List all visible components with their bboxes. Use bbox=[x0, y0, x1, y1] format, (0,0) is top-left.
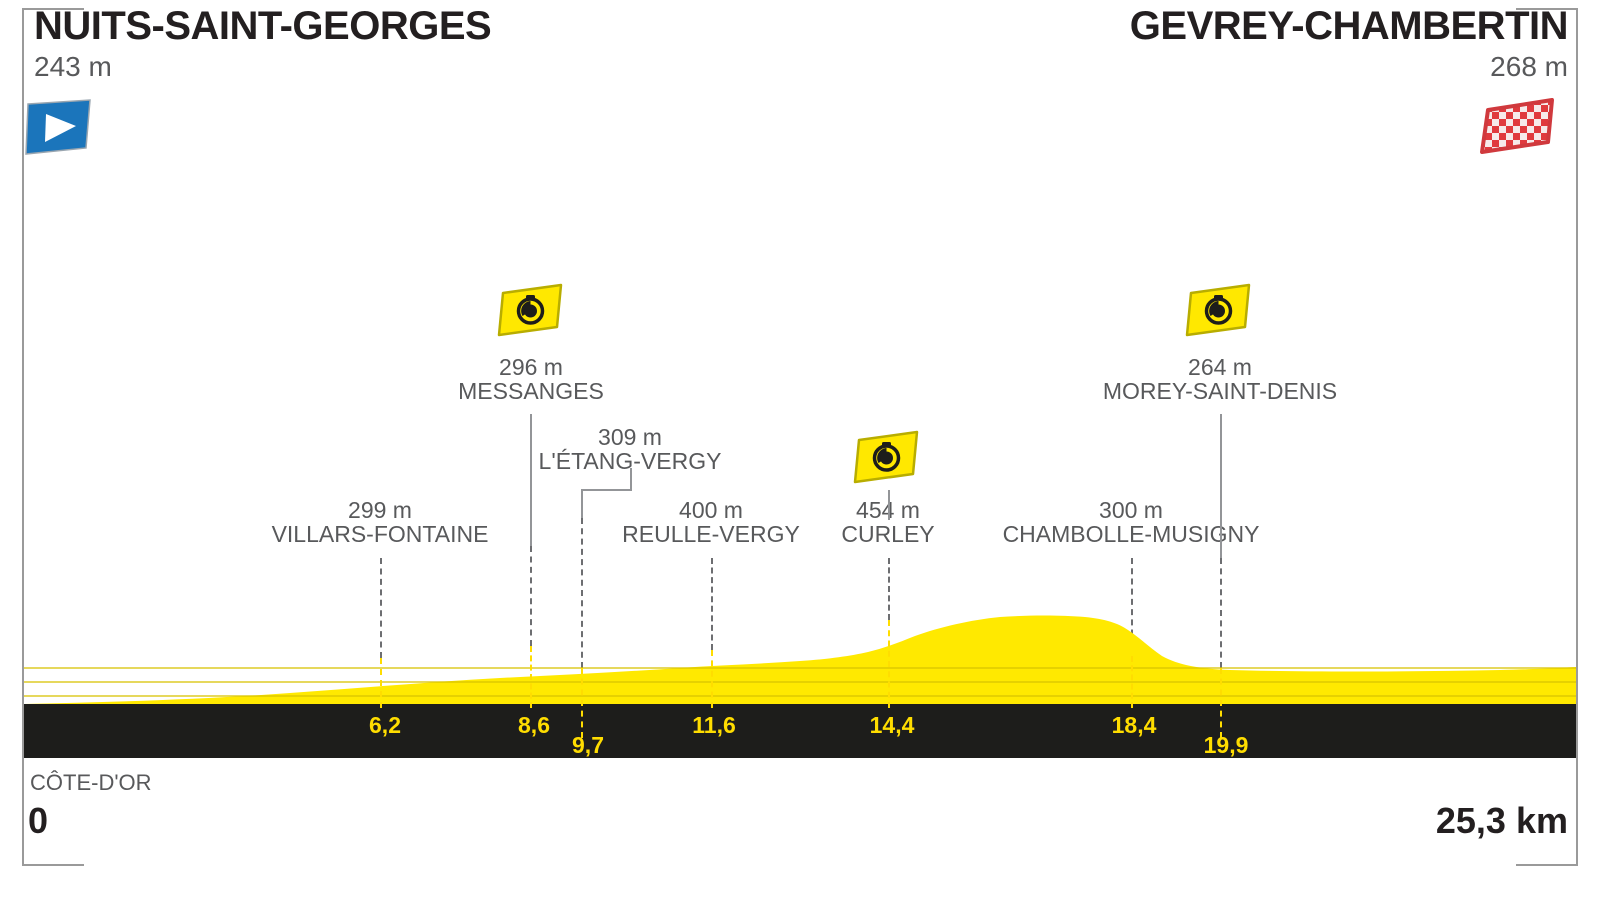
km-dash-19-9 bbox=[1220, 668, 1222, 738]
finish-city-altitude: 268 m bbox=[1490, 50, 1568, 82]
sprint-flag-messanges bbox=[497, 283, 567, 344]
frame-left-border bbox=[22, 8, 24, 866]
km-dash-18-4 bbox=[1131, 656, 1133, 708]
frame-corner-top-right bbox=[1516, 8, 1578, 10]
poi-label-letang-vergy: 309 m L'ÉTANG-VERGY bbox=[539, 425, 722, 474]
distance-end-label: 25,3 km bbox=[1435, 800, 1568, 841]
km-tick-messanges: 8,6 bbox=[518, 712, 550, 738]
poi-label-villars-fontaine: 299 m VILLARS-FONTAINE bbox=[272, 498, 489, 547]
start-city-block: NUITS-SAINT-GEORGES 243 m bbox=[34, 4, 492, 84]
start-city-name: NUITS-SAINT-GEORGES bbox=[34, 4, 492, 48]
frame-corner-bottom-left bbox=[22, 864, 84, 866]
poi-altitude: 400 m bbox=[679, 497, 743, 523]
distance-start-label: 0 bbox=[28, 800, 49, 841]
km-dash-9-7 bbox=[581, 668, 583, 738]
km-dash-11-6 bbox=[711, 650, 713, 708]
sprint-flag-curley bbox=[853, 430, 923, 491]
leader-line-morey-saint-denis bbox=[1220, 558, 1222, 668]
km-tick-villars-fontaine: 6,2 bbox=[369, 712, 401, 738]
poi-altitude: 296 m bbox=[499, 354, 563, 380]
km-tick-curley: 14,4 bbox=[869, 712, 915, 738]
finish-flag-icon bbox=[1478, 98, 1558, 165]
leader-line-letang-vergy-elbow bbox=[581, 468, 632, 518]
poi-label-chambolle-musigny: 300 m CHAMBOLLE-MUSIGNY bbox=[1003, 498, 1260, 547]
leader-line-curley bbox=[888, 558, 890, 620]
start-flag-icon bbox=[24, 98, 96, 165]
frame-corner-top-left bbox=[22, 8, 84, 10]
leader-line-curley-solid bbox=[888, 490, 890, 520]
leader-line-letang-vergy bbox=[581, 518, 583, 668]
poi-name: MOREY-SAINT-DENIS bbox=[1102, 378, 1338, 405]
frame-corner-bottom-right bbox=[1516, 864, 1578, 866]
poi-label-reulle-vergy: 400 m REULLE-VERGY bbox=[622, 498, 800, 547]
poi-altitude: 264 m bbox=[1188, 354, 1252, 380]
poi-altitude: 309 m bbox=[598, 424, 662, 450]
km-dash-14-4 bbox=[888, 620, 890, 708]
leader-line-chambolle-musigny bbox=[1131, 558, 1133, 656]
finish-city-block: GEVREY-CHAMBERTIN 268 m bbox=[1129, 4, 1569, 84]
distance-band bbox=[24, 704, 1576, 758]
leader-line-morey-saint-denis-solid bbox=[1220, 414, 1222, 558]
km-dash-6-2 bbox=[380, 658, 382, 708]
sprint-flag-morey-saint-denis bbox=[1185, 283, 1255, 344]
poi-name: REULLE-VERGY bbox=[622, 521, 800, 548]
poi-name: VILLARS-FONTAINE bbox=[271, 521, 489, 548]
frame-right-border bbox=[1576, 8, 1578, 866]
poi-label-messanges: 296 m MESSANGES bbox=[458, 355, 604, 404]
finish-city-name: GEVREY-CHAMBERTIN bbox=[1129, 4, 1569, 48]
poi-name: CHAMBOLLE-MUSIGNY bbox=[1002, 521, 1260, 548]
leader-line-messanges bbox=[530, 546, 532, 646]
leader-line-villars-fontaine bbox=[380, 558, 382, 658]
km-tick-chambolle-musigny: 18,4 bbox=[1111, 712, 1157, 738]
poi-name: CURLEY bbox=[841, 521, 935, 548]
km-dash-8-6 bbox=[530, 646, 532, 708]
km-tick-letang-vergy: 9,7 bbox=[572, 732, 604, 758]
poi-label-morey-saint-denis: 264 m MOREY-SAINT-DENIS bbox=[1103, 355, 1337, 404]
poi-altitude: 300 m bbox=[1099, 497, 1163, 523]
km-tick-morey-saint-denis: 19,9 bbox=[1203, 732, 1249, 758]
elevation-profile-area bbox=[24, 615, 1576, 710]
poi-altitude: 299 m bbox=[348, 497, 412, 523]
leader-line-messanges-solid bbox=[530, 414, 532, 546]
region-label: CÔTE-D'OR bbox=[30, 770, 152, 795]
leader-line-reulle-vergy bbox=[711, 558, 713, 650]
km-tick-reulle-vergy: 11,6 bbox=[692, 712, 736, 738]
start-city-altitude: 243 m bbox=[34, 50, 112, 82]
poi-name: MESSANGES bbox=[458, 378, 604, 405]
